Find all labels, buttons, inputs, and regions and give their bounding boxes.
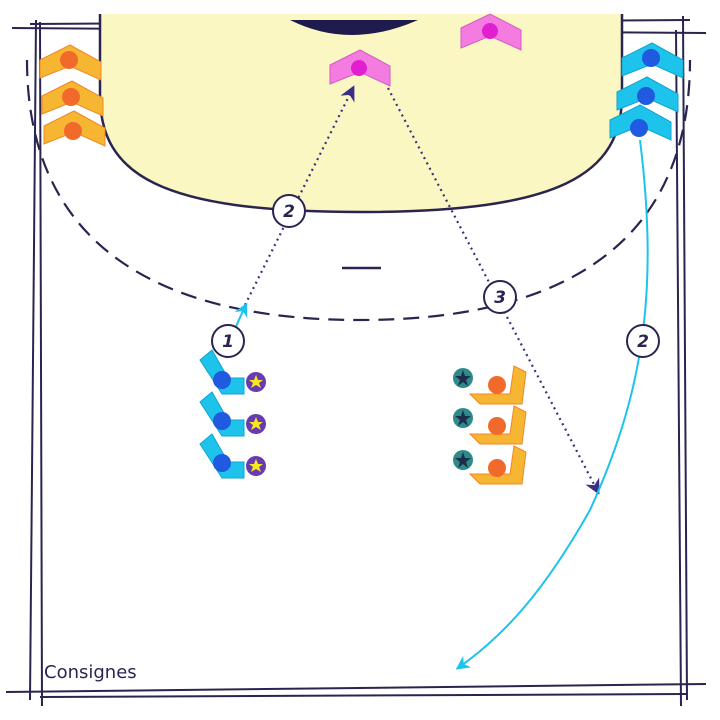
orange-back-group xyxy=(453,365,527,485)
caption: Consignes xyxy=(44,662,137,683)
goalkeeper-pink xyxy=(460,13,522,51)
orange-wing-group xyxy=(39,44,106,147)
marker-2a: 2 xyxy=(272,194,306,228)
cyan-back-group xyxy=(199,349,266,479)
marker-1-label: 1 xyxy=(222,332,234,352)
run-arrow-2 xyxy=(455,139,649,670)
pass-arrow-1 xyxy=(244,85,355,306)
free-throw-line xyxy=(25,59,692,322)
marker-3: 3 xyxy=(483,280,517,314)
pass-arrow-3 xyxy=(387,87,600,495)
defender-pink xyxy=(329,49,391,87)
marker-1: 1 xyxy=(211,324,245,358)
marker-3-label: 3 xyxy=(494,288,506,308)
marker-2b: 2 xyxy=(626,324,660,358)
marker-2b-label: 2 xyxy=(637,332,649,352)
cyan-wing-group xyxy=(609,42,684,141)
goal xyxy=(290,20,418,35)
marker-2a-label: 2 xyxy=(283,202,295,222)
goal-area xyxy=(98,14,624,214)
